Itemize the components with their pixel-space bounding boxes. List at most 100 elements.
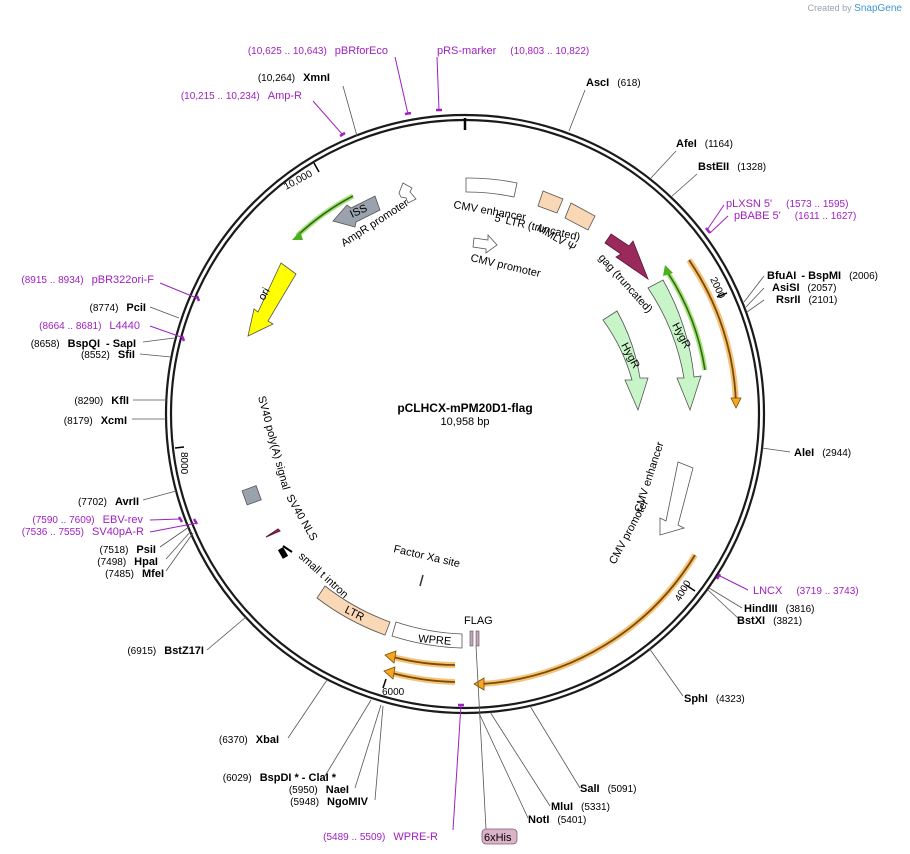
primer-pbr322ori-f: (8915 .. 8934)pBR322ori-F bbox=[21, 274, 154, 286]
primer-l4440-name: L4440 bbox=[109, 320, 140, 332]
ori-arrow bbox=[247, 262, 297, 337]
primer-line-lncx bbox=[719, 575, 749, 591]
primer-line-pbrforeco bbox=[394, 56, 409, 115]
his-mark bbox=[475, 630, 480, 647]
site-xcmi-name: XcmI bbox=[101, 415, 127, 427]
site-psii-pos: (7518) bbox=[100, 545, 129, 556]
gag-arrow bbox=[604, 233, 649, 281]
factor-xa-mark bbox=[419, 574, 424, 587]
orf-arc-bottom-b-glow bbox=[391, 670, 456, 685]
his-leader bbox=[475, 645, 487, 830]
orf-arc-bottom-right-glow bbox=[481, 553, 698, 687]
plasmid-size: 10,958 bp bbox=[441, 416, 490, 428]
primer-wpre-r-range: (5489 .. 5509) bbox=[323, 832, 385, 843]
leader-bstxi bbox=[707, 589, 741, 621]
ltr5-box bbox=[537, 190, 564, 214]
site-bspdi-name: BspDI bbox=[260, 772, 292, 784]
tick-mark-8000 bbox=[174, 446, 185, 449]
primer-labels: (10,625 .. 10,643)pBRforEco pRS-marker(1… bbox=[21, 45, 858, 843]
primer-pbabe-name: pBABE 5' bbox=[734, 210, 781, 222]
site-clai-name: ClaI bbox=[309, 772, 329, 784]
site-afei-name: AfeI bbox=[676, 138, 697, 150]
site-bspdi: (6029)BspDI* - ClaI* bbox=[223, 772, 337, 784]
site-bspqi: (8658)BspQI- SapI bbox=[31, 338, 136, 350]
ampr-promoter-arrow bbox=[398, 182, 417, 204]
tick-label-6000: 6000 bbox=[382, 687, 405, 698]
primer-leaders bbox=[149, 56, 749, 831]
primer-line-sv40pa-r bbox=[149, 522, 198, 533]
site-naei-name: NaeI bbox=[326, 784, 349, 796]
primer-mark-plxsn bbox=[705, 227, 711, 234]
orf-arrowhead-bottom-b bbox=[383, 666, 396, 680]
site-naei-pos: (5950) bbox=[289, 785, 318, 796]
site-asci-name: AscI bbox=[586, 77, 609, 89]
site-sphi-pos: (4323) bbox=[716, 694, 745, 705]
sv40-polya-box bbox=[241, 485, 262, 506]
tick-mark-10000 bbox=[313, 162, 320, 173]
site-bsteii-pos: (1328) bbox=[737, 162, 766, 173]
mmlv-box bbox=[564, 202, 596, 231]
site-mfei: (7485)MfeI bbox=[105, 568, 164, 580]
site-avrii-name: AvrII bbox=[115, 496, 139, 508]
small-t-box bbox=[277, 547, 289, 559]
site-hindiii-name: HindIII bbox=[744, 603, 778, 615]
his-tag-pill bbox=[481, 828, 518, 845]
site-bspdi-pos: (6029) bbox=[223, 773, 252, 784]
primer-mark-l4440 bbox=[180, 335, 186, 342]
snapgene-credit: Created by SnapGene bbox=[808, 3, 902, 14]
iss-arrow bbox=[332, 195, 381, 228]
leader-xbai bbox=[287, 679, 328, 739]
site-noti-pos: (5401) bbox=[557, 815, 586, 826]
site-bspqi-pos: (8658) bbox=[31, 339, 60, 350]
site-xmni: (10,264)XmnI bbox=[258, 72, 330, 84]
primer-plxsn-name: pLXSN 5' bbox=[726, 198, 772, 210]
primer-prs-marker: pRS-marker(10,803 .. 10,822) bbox=[437, 45, 589, 57]
site-afei-pos: (1164) bbox=[705, 139, 733, 150]
leader-avrii bbox=[142, 490, 177, 501]
site-mlui-pos: (5331) bbox=[581, 802, 610, 813]
site-hindiii: HindIII(3816) bbox=[744, 603, 815, 615]
site-bstz17i-name: BstZ17I bbox=[164, 645, 204, 657]
site-alei: AleI(2944) bbox=[794, 447, 851, 459]
primer-mark-ebv-rev bbox=[177, 516, 184, 523]
site-bstxi-name: BstXI bbox=[737, 615, 765, 627]
flag-mark bbox=[469, 630, 474, 647]
leader-afei bbox=[650, 150, 677, 179]
cmv-right-arrow bbox=[659, 461, 694, 536]
leader-mfei bbox=[165, 532, 194, 572]
site-rsrii: RsrII(2101) bbox=[776, 294, 837, 306]
primer-ebv-rev: (7590 .. 7609)EBV-rev bbox=[32, 514, 143, 526]
site-bstxi: BstXI(3821) bbox=[737, 615, 802, 627]
site-xbai-name: XbaI bbox=[256, 734, 279, 746]
site-asisi-name: AsiSI bbox=[772, 282, 800, 294]
site-psii-name: PsiI bbox=[136, 544, 156, 556]
primer-line-pbr322ori-f bbox=[159, 282, 200, 300]
primer-lncx-range: (3719 .. 3743) bbox=[796, 586, 858, 597]
leader-xmni bbox=[342, 85, 358, 137]
green-arrowhead-right bbox=[663, 265, 673, 276]
site-sali-name: SalI bbox=[580, 783, 600, 795]
site-bfuai: BfuAI- BspMI(2006) bbox=[767, 270, 878, 282]
site-bfuai-pos: (2006) bbox=[849, 271, 878, 282]
site-bsteii: BstEII(1328) bbox=[698, 161, 766, 173]
primer-line-l4440 bbox=[149, 325, 185, 339]
label-his: 6xHis bbox=[484, 832, 512, 844]
orf-arc-bottom-right bbox=[481, 554, 696, 685]
leader-bstz17i bbox=[206, 616, 247, 651]
leader-bsteii bbox=[670, 173, 698, 198]
site-asisi: AsiSI (2057) bbox=[772, 282, 836, 294]
leader-ngomiv bbox=[374, 705, 384, 801]
site-pcii-pos: (8774) bbox=[90, 303, 119, 314]
leader-rsrii bbox=[746, 299, 765, 313]
plasmid-name: pCLHCX-mPM20D1-flag bbox=[397, 401, 532, 415]
site-kfli: (8290)KflI bbox=[74, 395, 129, 407]
primer-lncx: LNCX(3719 .. 3743) bbox=[753, 585, 859, 597]
backbone-outer-ring bbox=[164, 113, 766, 715]
site-asisi-pos: (2057) bbox=[808, 283, 837, 294]
green-arrowhead-left bbox=[292, 231, 303, 240]
site-rsrii-pos: (2101) bbox=[808, 295, 837, 306]
site-bfuai-name: BfuAI bbox=[767, 270, 796, 282]
cmv-enhancer-top-box bbox=[465, 177, 518, 198]
site-sphi: SphI(4323) bbox=[684, 693, 745, 705]
site-mlui-name: MluI bbox=[551, 801, 573, 813]
